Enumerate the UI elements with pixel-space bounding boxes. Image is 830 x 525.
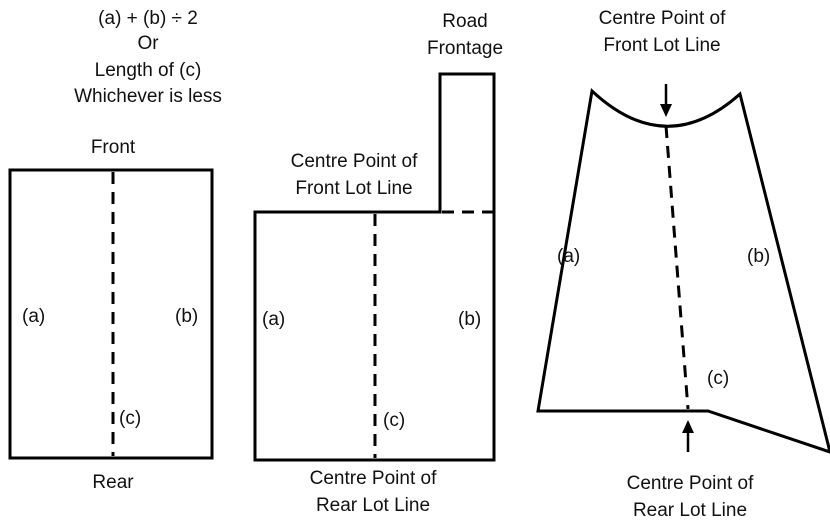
front-point-label-2: Front Lot Line xyxy=(603,35,720,56)
side-b-label: (b) xyxy=(747,246,770,267)
front-point-arrow xyxy=(660,84,672,117)
center-c-label: (c) xyxy=(707,368,729,389)
lot-outline xyxy=(253,72,496,462)
front-point-label-1: Centre Point of xyxy=(291,151,418,172)
lot-depth-line xyxy=(664,125,690,410)
formula-line-1: (a) + (b) ÷ 2 xyxy=(98,8,198,29)
figure-flag-lot: Road Frontage Centre Point of Front Lot … xyxy=(253,11,503,516)
road-frontage-label-2: Frontage xyxy=(427,38,503,59)
front-point-label-2: Front Lot Line xyxy=(295,178,412,199)
rear-point-label-2: Rear Lot Line xyxy=(633,500,747,521)
center-c-label: (c) xyxy=(383,410,405,431)
lot-outline xyxy=(8,168,214,460)
side-a-label: (a) xyxy=(22,306,45,327)
rear-arrow-head xyxy=(682,420,694,433)
side-b-label: (b) xyxy=(458,309,481,330)
lot-outline xyxy=(536,88,830,454)
front-point-label-1: Centre Point of xyxy=(599,8,726,29)
rear-point-label-1: Centre Point of xyxy=(310,468,437,489)
rear-point-label-1: Centre Point of xyxy=(627,473,754,494)
rear-label: Rear xyxy=(92,472,134,493)
figure-irregular-lot: Centre Point of Front Lot Line (a) (b) (… xyxy=(536,8,830,521)
road-frontage-label-1: Road xyxy=(442,11,487,32)
center-c-label: (c) xyxy=(119,408,141,429)
rear-point-label-2: Rear Lot Line xyxy=(316,495,430,516)
formula-block: (a) + (b) ÷ 2 Or Length of (c) Whichever… xyxy=(74,8,222,107)
side-b-label: (b) xyxy=(175,306,198,327)
formula-line-4: Whichever is less xyxy=(74,86,222,107)
front-arrow-head xyxy=(660,104,672,117)
side-a-label: (a) xyxy=(262,309,285,330)
front-label: Front xyxy=(91,137,136,158)
rear-point-arrow xyxy=(682,420,694,452)
side-a-label: (a) xyxy=(557,246,580,267)
formula-line-2: Or xyxy=(137,33,159,54)
figure-rectangular-lot: Front (a) (b) (c) Rear xyxy=(8,137,214,493)
formula-line-3: Length of (c) xyxy=(95,60,202,81)
